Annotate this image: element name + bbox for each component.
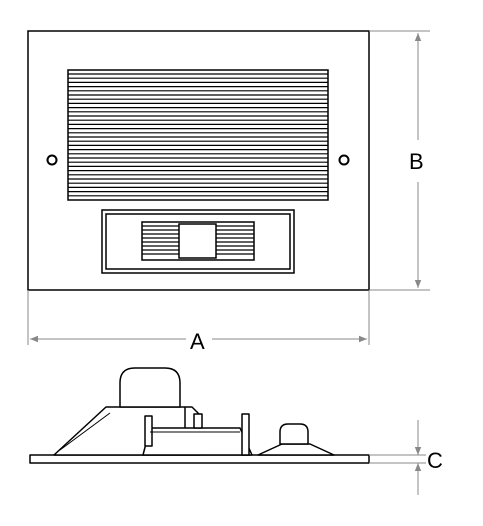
- right-dome: [279, 423, 309, 445]
- grille-frame: [67, 69, 329, 201]
- switch-housing-outer: [101, 209, 295, 274]
- base-plate: [29, 454, 370, 464]
- dimension-b-label: B: [409, 149, 424, 174]
- post-center: [193, 413, 203, 429]
- dimension-c: [369, 420, 426, 495]
- front-view: [27, 30, 370, 291]
- right-dome-base: [257, 443, 335, 456]
- switch-slot: [141, 221, 255, 261]
- mounting-hole-right: [338, 154, 350, 166]
- dimension-a-label: A: [190, 329, 205, 354]
- post-right: [241, 413, 250, 456]
- switch-knob: [178, 223, 217, 259]
- post-left: [144, 415, 153, 447]
- dimension-b: [369, 30, 430, 291]
- mounting-hole-left: [46, 154, 58, 166]
- outer-plate: [27, 30, 370, 291]
- grille-lines: [68, 73, 328, 197]
- side-view: [29, 367, 370, 464]
- dimension-c-label: C: [427, 448, 443, 473]
- switch-housing-inner: [105, 213, 291, 270]
- dimension-a: [27, 290, 370, 345]
- top-bump: [119, 367, 181, 408]
